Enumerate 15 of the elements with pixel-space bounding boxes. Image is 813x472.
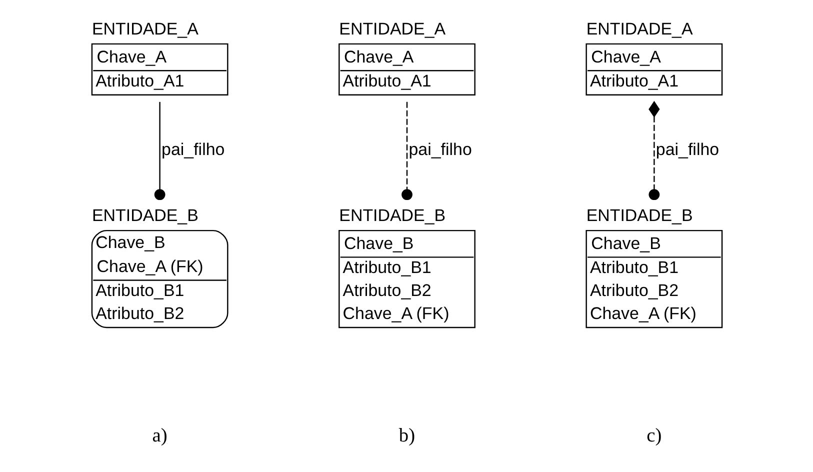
label: b) xyxy=(398,426,415,447)
edge-label: pai_filho xyxy=(408,140,472,160)
edge-label: pai_filho xyxy=(161,140,224,160)
connector xyxy=(154,102,165,200)
label: c) xyxy=(646,426,662,447)
node-label: ENTIDADE_B xyxy=(91,206,198,226)
node-label: ENTIDADE_B xyxy=(338,206,446,226)
node-label: ENTIDADE_A xyxy=(586,20,692,38)
node-label: ENTIDADE_A xyxy=(338,20,446,38)
connector xyxy=(401,102,412,200)
connector xyxy=(648,100,660,200)
node-label: ENTIDADE_A xyxy=(91,20,198,38)
node-label: ENTIDADE_B xyxy=(586,206,692,226)
label: a) xyxy=(152,426,167,447)
edge-label: pai_filho xyxy=(655,140,719,160)
